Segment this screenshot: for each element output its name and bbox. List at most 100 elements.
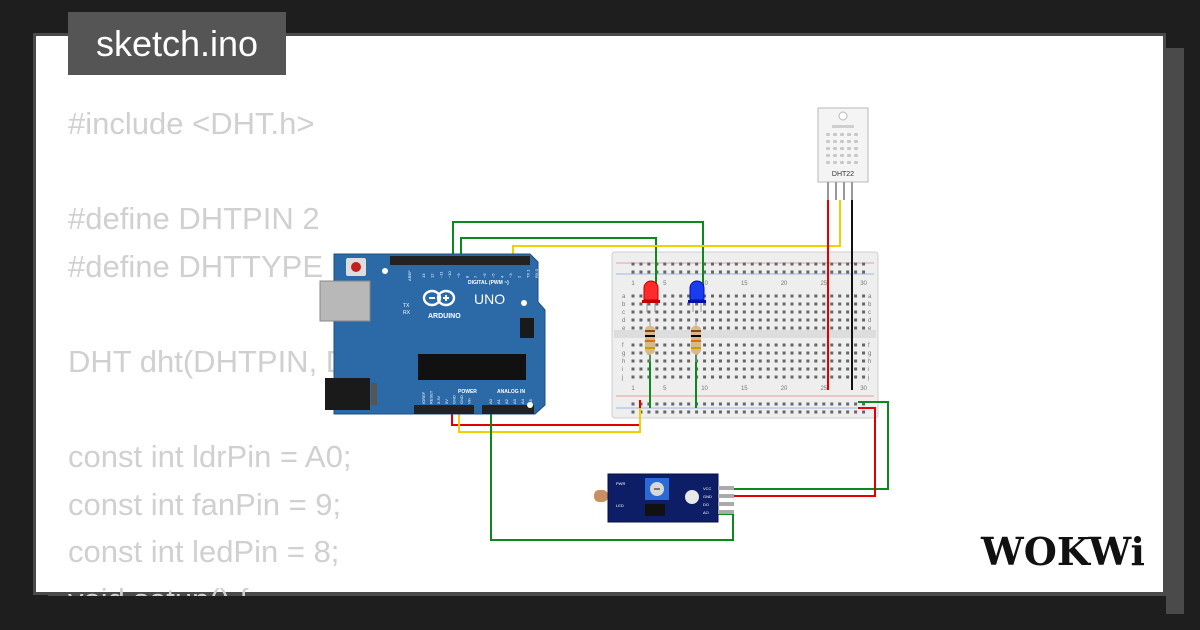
digital-header bbox=[390, 256, 530, 265]
column-number: 30 bbox=[860, 281, 867, 287]
dht22-sensor[interactable]: DHT22 bbox=[817, 107, 869, 200]
photoresistor bbox=[594, 490, 608, 502]
power-header bbox=[414, 405, 474, 414]
wire-green-pin8-led bbox=[460, 237, 657, 292]
dht22-vent-grid bbox=[826, 133, 858, 164]
pin-label: ~3 bbox=[508, 273, 513, 278]
led-label: LED bbox=[616, 503, 624, 508]
row-letter: a bbox=[622, 294, 626, 300]
row-letter: f bbox=[868, 343, 870, 349]
column-number: 25 bbox=[820, 386, 827, 392]
code-line: const int fanPin = 9; bbox=[68, 486, 342, 522]
column-number: 1 bbox=[631, 386, 635, 392]
arduino-uno[interactable]: UNO ARDUINO DIGITAL (PWM ~) TX RX POWER … bbox=[319, 253, 546, 415]
pin-label: RESET bbox=[429, 390, 434, 404]
pin-label: 8 bbox=[465, 275, 470, 278]
column-number: 20 bbox=[781, 386, 788, 392]
row-letter: g bbox=[868, 351, 871, 357]
pin-label: AO bbox=[703, 510, 709, 515]
row-letter: c bbox=[868, 310, 871, 316]
column-number: 20 bbox=[781, 281, 788, 287]
tx-label: TX bbox=[403, 303, 410, 309]
row-letter: f bbox=[622, 343, 624, 349]
code-line: const int ldrPin = A0; bbox=[68, 439, 352, 475]
row-letter: h bbox=[622, 359, 625, 365]
digital-label: DIGITAL (PWM ~) bbox=[468, 280, 509, 286]
pin-label: ~9 bbox=[456, 273, 461, 278]
pin-label: ~11 bbox=[438, 271, 443, 278]
pin-label: 7 bbox=[473, 275, 478, 278]
usb-port bbox=[319, 280, 371, 322]
row-letter: b bbox=[622, 302, 626, 308]
column-number: 5 bbox=[663, 386, 667, 392]
row-letter: a bbox=[868, 294, 872, 300]
row-letter: e bbox=[868, 326, 872, 332]
row-letter: j bbox=[867, 375, 869, 381]
row-letter: i bbox=[868, 367, 869, 373]
ldr-led-labels: PWR LED bbox=[616, 481, 625, 508]
column-number: 5 bbox=[663, 281, 667, 287]
row-letter: d bbox=[868, 318, 871, 324]
dht22-label: DHT22 bbox=[832, 171, 854, 178]
pin-label: RX 0 bbox=[534, 268, 539, 278]
pin-label: GND bbox=[451, 395, 456, 404]
row-letter: d bbox=[622, 318, 625, 324]
arduino-logo bbox=[422, 289, 456, 307]
pin-label: IOREF bbox=[421, 391, 426, 404]
pin-label: TX 1 bbox=[525, 269, 530, 278]
column-number: 15 bbox=[741, 386, 748, 392]
column-number: 1 bbox=[631, 281, 635, 287]
wokwi-logo[interactable]: WOKWi bbox=[978, 528, 1148, 576]
wire-green-ldr-gnd bbox=[718, 401, 889, 490]
column-number: 15 bbox=[741, 281, 748, 287]
code-overflow-mask bbox=[36, 596, 1166, 630]
row-letter: j bbox=[621, 375, 623, 381]
pin-label: 2 bbox=[517, 275, 522, 278]
code-line: const int ledPin = 8; bbox=[68, 534, 340, 570]
pin-label: 3.3V bbox=[436, 395, 441, 404]
file-title-tab[interactable]: sketch.ino bbox=[68, 12, 286, 75]
row-letter: h bbox=[868, 359, 871, 365]
column-number: 30 bbox=[860, 386, 867, 392]
pin-label: Vin bbox=[467, 398, 472, 404]
pin-label: 12 bbox=[430, 273, 435, 278]
code-line: #define DHTPIN 2 bbox=[68, 201, 320, 237]
pin-label: A0 bbox=[488, 398, 493, 404]
pin-label: GND bbox=[703, 494, 712, 499]
led-label: PWR bbox=[616, 481, 625, 486]
wokwi-logo-text: WOKWi bbox=[980, 529, 1145, 574]
row-letter: c bbox=[622, 310, 625, 316]
power-label: POWER bbox=[458, 389, 477, 395]
resistor-1[interactable] bbox=[645, 318, 655, 362]
column-number: 10 bbox=[701, 281, 708, 287]
power-jack bbox=[325, 378, 370, 410]
led-blue[interactable] bbox=[688, 280, 706, 312]
wire-green-pin9-led bbox=[452, 221, 704, 292]
pin-label: 5V bbox=[444, 399, 449, 404]
row-letter: i bbox=[622, 367, 623, 373]
pin-label: ~6 bbox=[482, 273, 487, 278]
pin-label: ~5 bbox=[491, 273, 496, 278]
pin-label: A4 bbox=[520, 398, 525, 404]
resistor-2[interactable] bbox=[691, 318, 701, 362]
atmega-chip bbox=[418, 354, 526, 380]
pin-label: ~10 bbox=[447, 270, 452, 278]
led-red[interactable] bbox=[642, 280, 660, 312]
module-led bbox=[685, 490, 699, 504]
analog-label: ANALOG IN bbox=[497, 389, 525, 395]
pin-label: A5 bbox=[528, 398, 533, 404]
aref-label: AREF bbox=[407, 270, 412, 281]
column-number: 25 bbox=[820, 281, 827, 287]
pin-label: A1 bbox=[496, 398, 501, 404]
row-letter: b bbox=[868, 302, 872, 308]
arduino-brand: ARDUINO bbox=[428, 313, 461, 320]
pin-label: VCC bbox=[703, 486, 712, 491]
